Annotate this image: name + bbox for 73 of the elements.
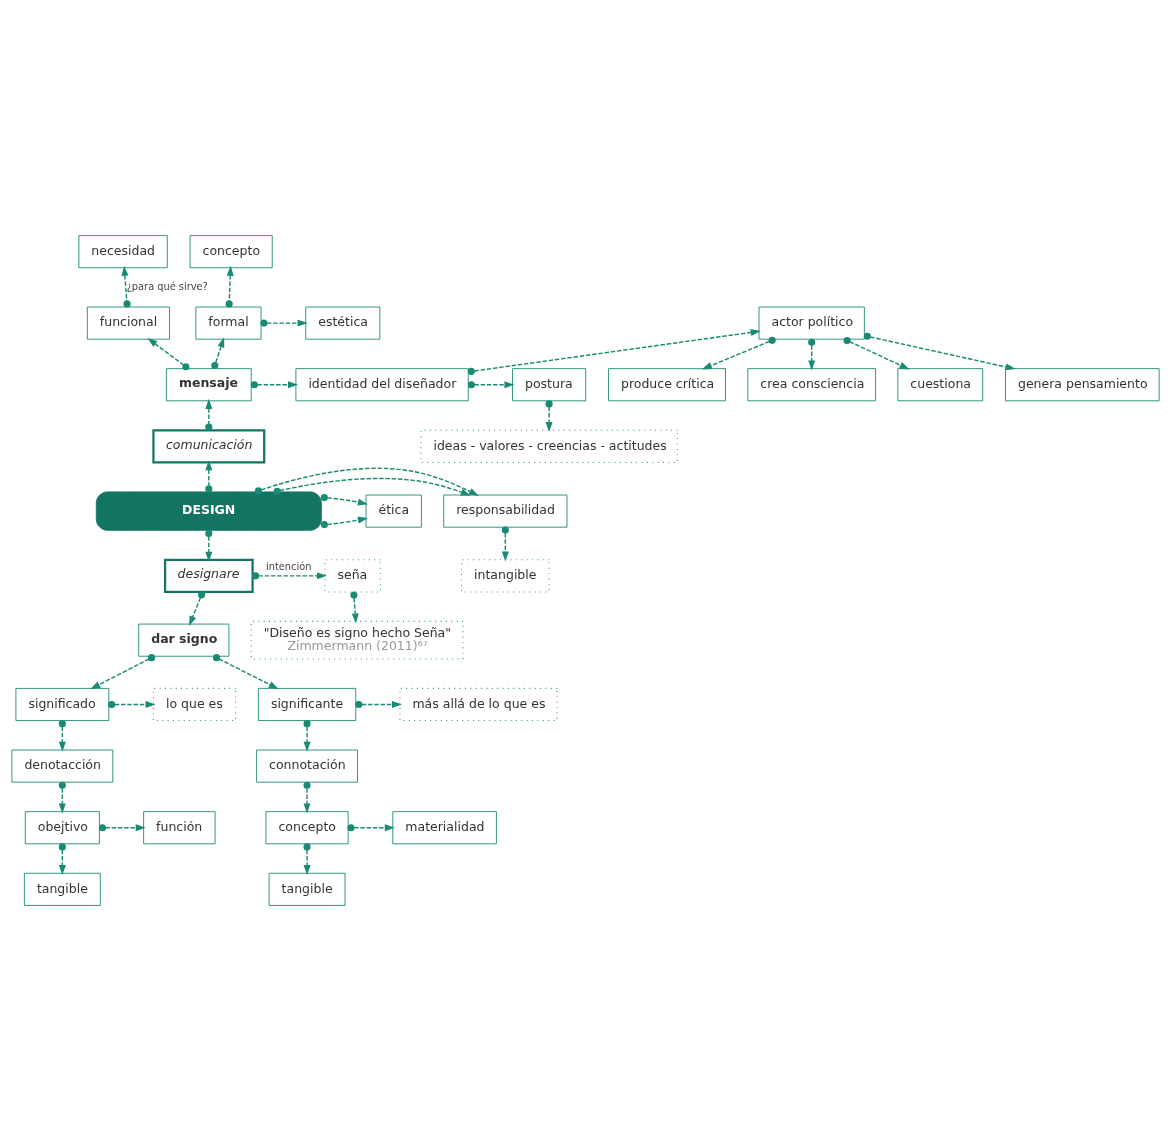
arrow: [58, 781, 66, 813]
edge-label: ¿para qué sirve?: [126, 280, 208, 292]
arrow: [225, 265, 234, 307]
arrow: [320, 493, 368, 506]
arrow: [843, 336, 910, 370]
arrow: [90, 653, 156, 689]
node-box: DESIGN: [95, 490, 322, 531]
node-box: obejtivo: [24, 810, 100, 844]
node-box: concepto: [189, 234, 273, 268]
arrow: [303, 719, 311, 752]
arrow: [467, 380, 515, 388]
node-box: tangible: [23, 872, 101, 906]
arrow: [320, 516, 368, 528]
arrow: [545, 399, 553, 432]
arrow: [467, 328, 761, 375]
node-box: significante: [257, 687, 357, 721]
arrow: [260, 319, 308, 327]
node-box: seña: [324, 558, 381, 592]
node-box: ética: [365, 494, 422, 528]
node-box: actor político: [758, 306, 865, 340]
node-box: connotación: [256, 749, 358, 783]
arrow: [501, 526, 509, 562]
arrow: [205, 529, 213, 562]
arrow: [355, 700, 402, 708]
node-box: produce crítica: [608, 367, 726, 401]
node-box: cuestiona: [897, 367, 984, 401]
arrow: [350, 591, 359, 623]
arrow: [121, 265, 131, 307]
node-box: funcional: [86, 306, 170, 340]
node-box: significado: [15, 687, 110, 721]
node-box: dar signo: [138, 623, 230, 657]
node-box: concepto: [265, 810, 349, 844]
node-box: postura: [512, 367, 587, 401]
node-box: responsabilidad: [443, 494, 568, 528]
arrow: [303, 781, 311, 813]
node-box: tangible: [268, 872, 346, 906]
node-box: lo que es: [152, 687, 237, 721]
arrow: [98, 823, 146, 831]
edge-label: intención: [265, 560, 312, 572]
node-box: designare: [163, 558, 254, 593]
arrow: [252, 571, 327, 579]
node-box: comunicación: [152, 428, 266, 464]
arrow: [211, 336, 225, 369]
arrow: [863, 332, 1016, 370]
arrow: [273, 477, 471, 496]
arrow: [303, 842, 311, 875]
node-box: identidad del diseñador: [295, 367, 469, 401]
node-box: necesidad: [78, 234, 168, 268]
node-box: más allá de lo que es: [399, 687, 558, 721]
node-box: crea consciencia: [747, 367, 876, 401]
arrow: [108, 700, 156, 708]
node-box: denotacción: [11, 749, 114, 783]
arrow: [189, 590, 206, 626]
arrow: [347, 823, 395, 831]
arrow: [58, 719, 66, 752]
arrow: [254, 467, 479, 496]
node-box: intangible: [461, 558, 550, 592]
arrow: [808, 338, 816, 370]
node-box: genera pensamiento: [1005, 367, 1160, 401]
arrow: [212, 653, 279, 689]
node-box: materialidad: [392, 810, 497, 844]
arrow: [58, 842, 66, 875]
node-box: estética: [305, 306, 381, 340]
arrow: [701, 336, 776, 369]
node-box: mensaje: [165, 367, 252, 401]
arrow: [205, 398, 213, 431]
node-box: ideas - valores - creencias - actitudes: [420, 429, 678, 463]
arrow: [250, 380, 298, 388]
node-box: formal: [195, 306, 262, 340]
node-box: función: [143, 810, 216, 844]
node-box: "Diseño es signo hecho Seña" Zimmermann (2011)⁶⁷: [250, 620, 464, 659]
arrow: [205, 459, 213, 492]
arrow: [147, 337, 190, 370]
